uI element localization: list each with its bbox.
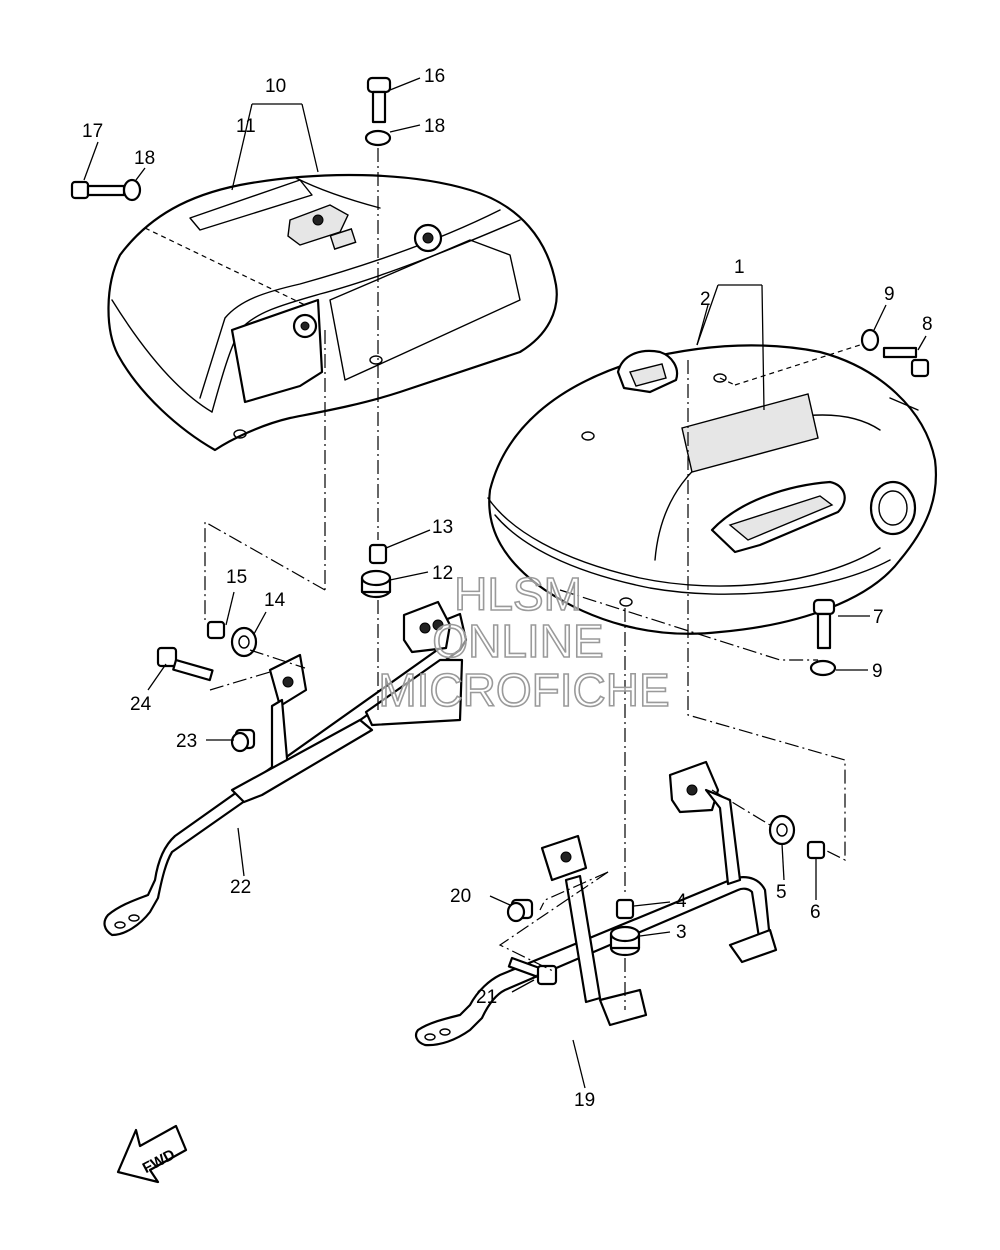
watermark-line-2-outline: ONLINE xyxy=(432,615,603,667)
callout-20: 20 xyxy=(450,886,471,907)
callout-8: 8 xyxy=(922,314,933,335)
watermark-line-2: ONLINE xyxy=(432,615,603,667)
watermark: HLSM HLSM ONLINE ONLINE MICROFICHE MICRO… xyxy=(378,567,671,717)
callout-7: 7 xyxy=(873,607,884,628)
washer-9-bottom xyxy=(809,659,837,677)
callout-5: 5 xyxy=(776,882,787,903)
callout-23: 23 xyxy=(176,731,197,752)
callout-15: 15 xyxy=(226,567,247,588)
callout-labels: 1 2 3 4 5 6 7 8 9 9 10 11 12 13 14 15 16… xyxy=(82,66,933,1111)
leader-lines xyxy=(83,77,927,1089)
bolt-8 xyxy=(882,346,930,378)
callout-13: 13 xyxy=(432,517,453,538)
washer-9-top xyxy=(860,328,880,352)
collar-6 xyxy=(806,840,826,860)
callout-14: 14 xyxy=(264,590,286,611)
collar-15 xyxy=(206,620,226,640)
grommet-12 xyxy=(360,569,392,599)
callout-11: 11 xyxy=(236,116,256,137)
washer-18-left xyxy=(122,178,142,202)
callout-21: 21 xyxy=(476,987,497,1008)
callout-9-bottom: 9 xyxy=(872,661,883,682)
callout-10: 10 xyxy=(265,76,286,97)
bolt-24 xyxy=(156,646,214,682)
plug-20 xyxy=(506,898,534,923)
callout-18-top: 18 xyxy=(424,116,445,137)
left-bracket-22 xyxy=(103,600,468,937)
plug-23 xyxy=(230,728,256,753)
right-bracket-19 xyxy=(414,760,778,1047)
left-saddlebag-lid xyxy=(107,173,558,452)
callout-9-top: 9 xyxy=(884,284,895,305)
watermark-line-1: HLSM xyxy=(454,568,582,620)
callout-17: 17 xyxy=(82,121,103,142)
watermark-line-1-outline: HLSM xyxy=(454,568,582,620)
washer-18-top xyxy=(364,129,392,147)
grommet-14 xyxy=(230,626,258,658)
fwd-arrow-icon: FWD xyxy=(116,1124,188,1184)
collar-13 xyxy=(368,543,388,565)
bolt-7 xyxy=(812,598,836,650)
right-saddlebag-lid xyxy=(487,344,937,635)
bolt-16 xyxy=(366,76,392,124)
watermark-line-3: MICROFICHE xyxy=(378,664,669,716)
grommet-3 xyxy=(609,925,641,957)
bolt-17 xyxy=(70,180,126,200)
callout-3: 3 xyxy=(676,922,687,943)
assembly-lines xyxy=(144,148,861,1010)
callout-12: 12 xyxy=(432,563,453,584)
callout-18-left: 18 xyxy=(134,148,155,169)
callout-6: 6 xyxy=(810,902,821,923)
callout-1: 1 xyxy=(734,257,745,278)
callout-2: 2 xyxy=(700,289,711,310)
watermark-line-3-outline: MICROFICHE xyxy=(378,664,669,716)
collar-4 xyxy=(615,898,635,920)
callout-24: 24 xyxy=(130,694,152,715)
grommet-5 xyxy=(768,814,796,846)
callout-4: 4 xyxy=(676,891,687,912)
callout-19: 19 xyxy=(574,1090,595,1111)
callout-16: 16 xyxy=(424,66,445,87)
callout-22: 22 xyxy=(230,877,251,898)
